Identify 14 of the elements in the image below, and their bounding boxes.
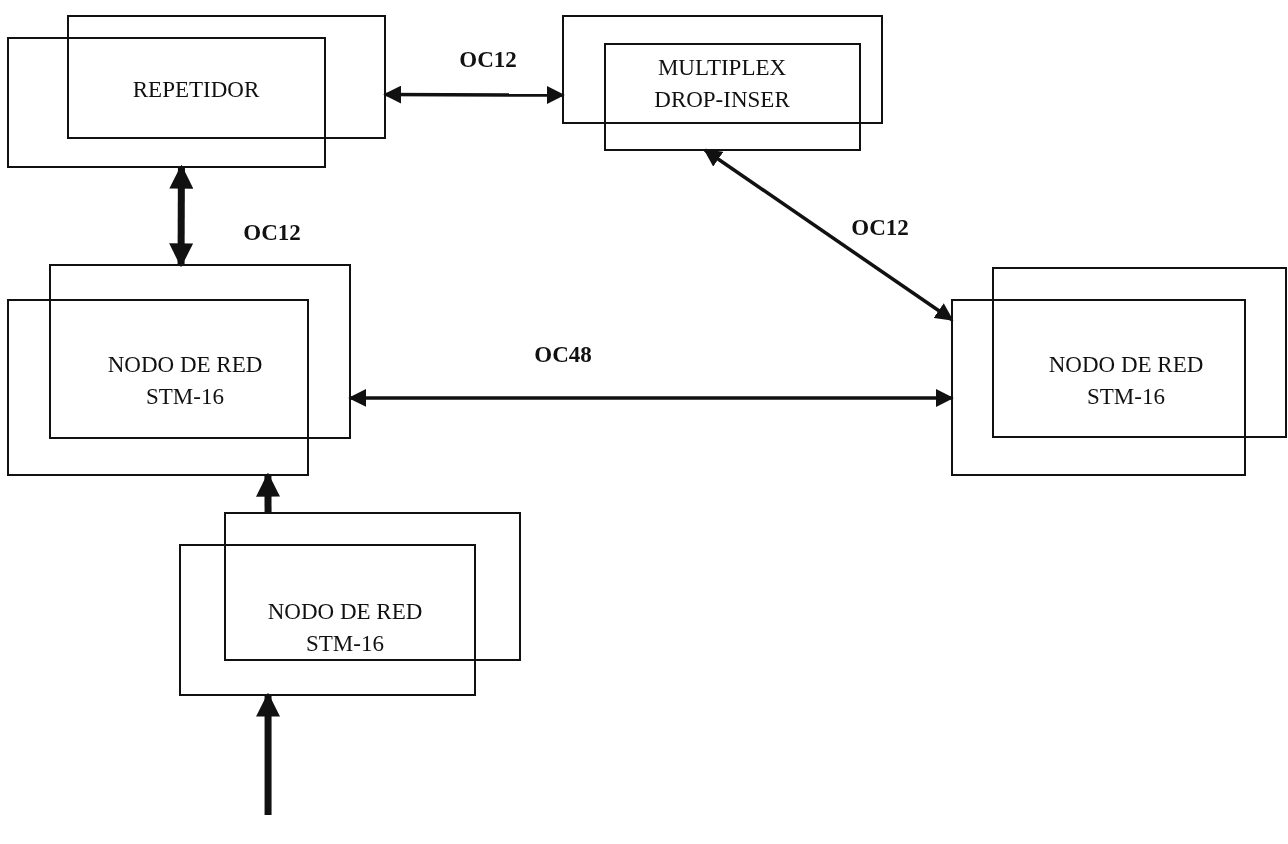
arrow (348, 388, 954, 407)
arrow (383, 85, 565, 104)
equipment-box (180, 513, 520, 695)
box-label: NODO DE RED STM-16 (1047, 351, 1205, 411)
box-label: MULTIPLEX DROP-INSER (653, 54, 791, 114)
equipment-box (8, 16, 385, 167)
equipment-box (952, 268, 1286, 475)
box-label: REPETIDOR (131, 76, 261, 104)
arrow (703, 148, 954, 322)
arrow (256, 472, 280, 513)
box-label: NODO DE RED STM-16 (266, 598, 424, 658)
equipment-box (8, 265, 350, 475)
box-label: NODO DE RED STM-16 (106, 351, 264, 411)
equipment-box (563, 16, 882, 150)
